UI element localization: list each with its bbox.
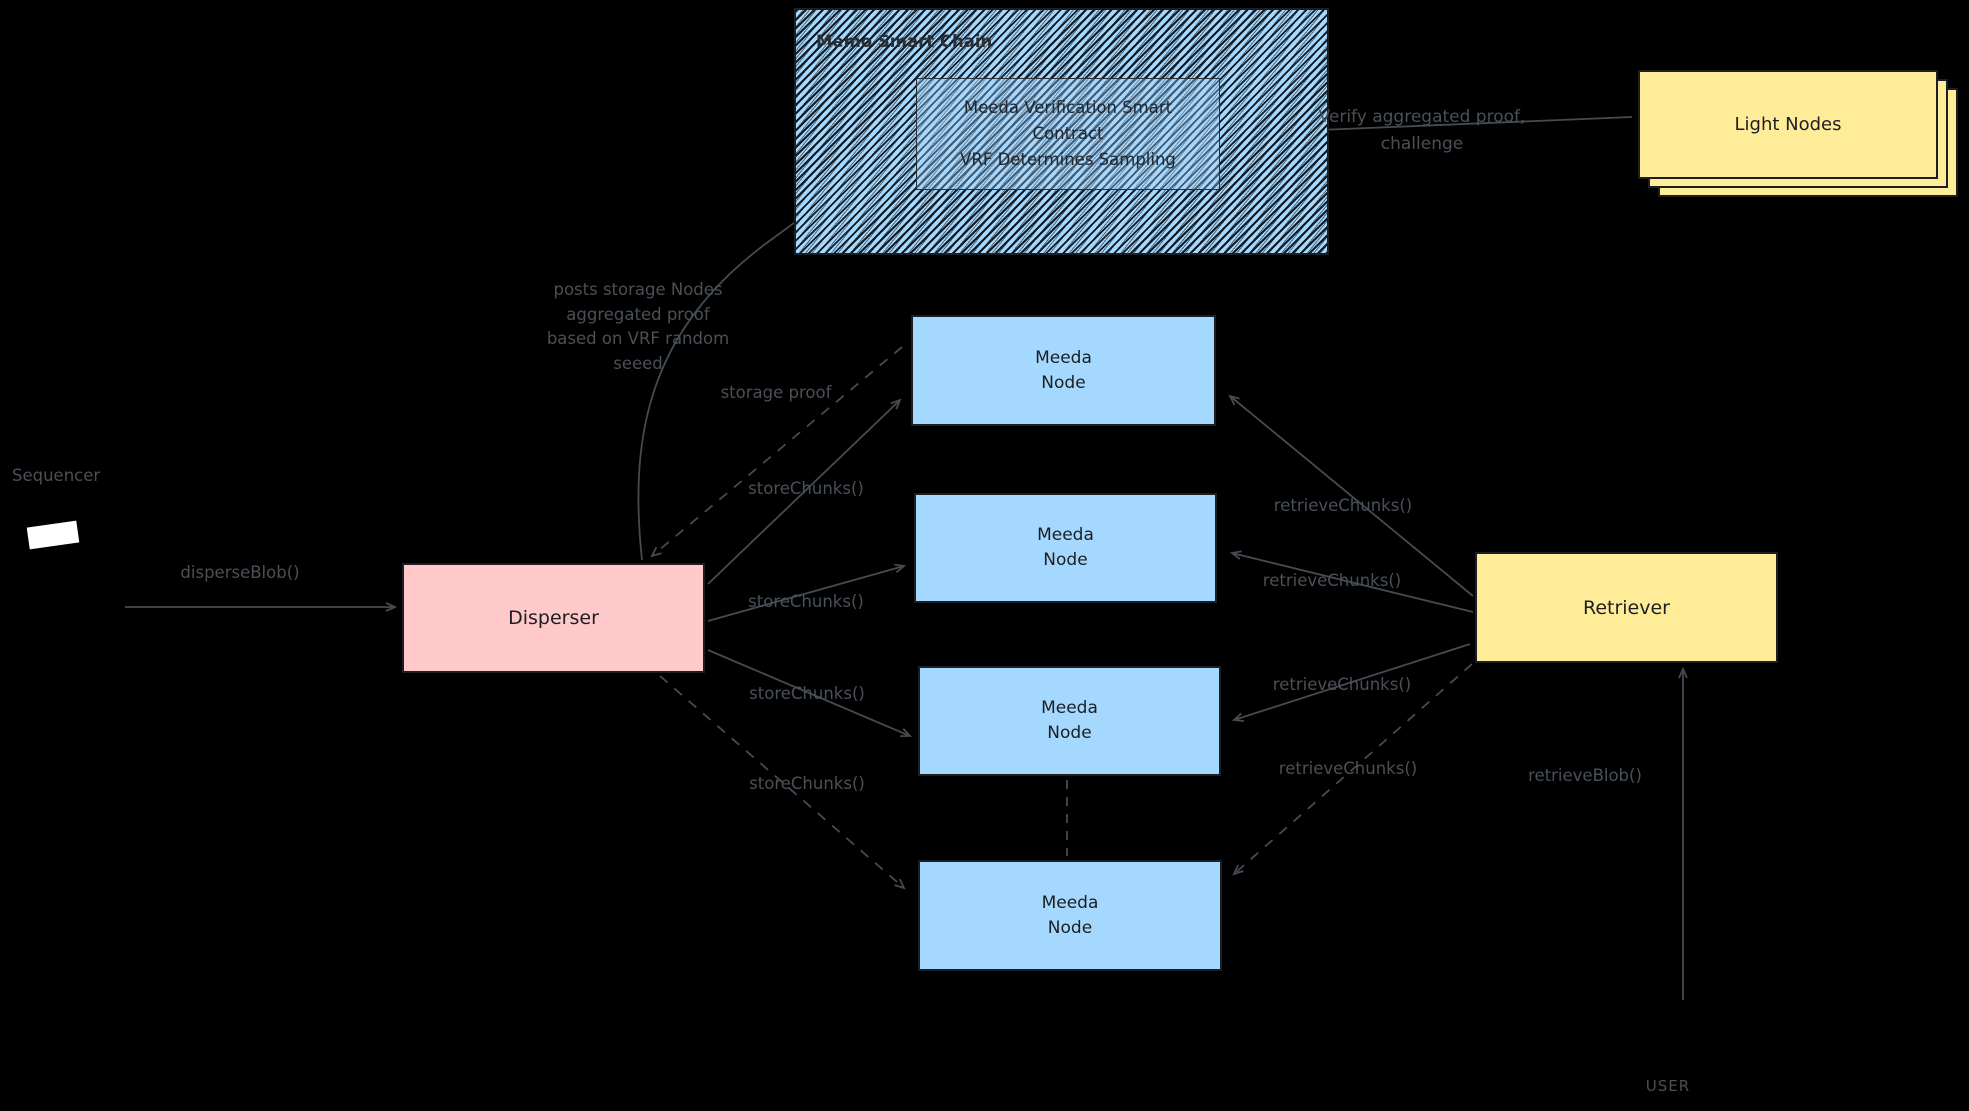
disperser-box: Disperser xyxy=(402,563,705,673)
posts-proof-line1: posts storage Nodes xyxy=(553,280,723,299)
retrieve-chunks-label-2: retrieveChunks() xyxy=(1262,571,1402,590)
meeda-node-label-line1: Meeda xyxy=(1041,698,1098,718)
meeda-node-label-line1: Meeda xyxy=(1041,892,1099,913)
storage-proof-label: storage proof xyxy=(720,383,832,402)
sequencer-label: Sequencer xyxy=(12,466,101,485)
posts-proof-line2: aggregated proof xyxy=(566,304,710,324)
meeda-node-label-line2: Node xyxy=(1043,550,1088,570)
sequencer-icon xyxy=(26,520,80,550)
user-label: USER xyxy=(1645,1077,1691,1095)
meeda-node-4: Meeda Node xyxy=(918,860,1222,971)
store-chunks-label-3: storeChunks() xyxy=(749,684,865,703)
verify-proof-label: Verify aggregated proof, challenge xyxy=(1319,104,1526,158)
posts-proof-label: posts storage Nodes aggregated proof bas… xyxy=(547,278,729,376)
contract-line-3: VRF Determines Sampling xyxy=(960,150,1176,169)
retrieve-chunks-label-4: retrieveChunks() xyxy=(1278,759,1418,778)
disperse-blob-label: disperseBlob() xyxy=(180,563,300,582)
meeda-node-label-line2: Node xyxy=(1047,723,1092,743)
meeda-node-label-line1: Meeda xyxy=(1037,525,1094,545)
memo-smart-chain-box: Memo Smart Chain Meeda Verification Smar… xyxy=(794,8,1329,255)
contract-line-2: Contract xyxy=(1032,124,1104,143)
memo-smart-chain-title: Memo Smart Chain xyxy=(816,32,993,51)
store-chunks-label-1: storeChunks() xyxy=(748,479,864,498)
meeda-node-label-line2: Node xyxy=(1041,372,1086,393)
retrieve-chunks-label-1: retrieveChunks() xyxy=(1273,496,1413,515)
meeda-node-label-line1: Meeda xyxy=(1035,347,1092,368)
store-chunks-label-4: storeChunks() xyxy=(749,774,865,793)
meeda-node-label-line2: Node xyxy=(1047,917,1093,938)
retrieve-blob-label: retrieveBlob() xyxy=(1528,766,1642,785)
verify-proof-line2: challenge xyxy=(1380,134,1464,154)
meeda-node-1: Meeda Node xyxy=(911,315,1216,426)
posts-proof-line4: seeed xyxy=(613,353,663,373)
light-nodes-box: Light Nodes xyxy=(1638,70,1938,179)
edge-storage-proof xyxy=(650,346,903,558)
light-nodes-label: Light Nodes xyxy=(1734,114,1842,135)
retriever-label: Retriever xyxy=(1582,596,1670,619)
retrieve-chunks-label-3: retrieveChunks() xyxy=(1272,675,1412,694)
retriever-box: Retriever xyxy=(1475,552,1778,663)
contract-line-1: Meeda Verification Smart xyxy=(963,98,1173,117)
meeda-node-2: Meeda Node xyxy=(914,493,1217,603)
verify-proof-line1: Verify aggregated proof, xyxy=(1318,107,1526,127)
posts-proof-line3: based on VRF random xyxy=(546,329,730,348)
store-chunks-label-2: storeChunks() xyxy=(748,592,864,611)
disperser-label: Disperser xyxy=(508,607,599,629)
meeda-node-3: Meeda Node xyxy=(918,666,1221,776)
verification-contract-box: Meeda Verification Smart Contract VRF De… xyxy=(916,78,1220,190)
